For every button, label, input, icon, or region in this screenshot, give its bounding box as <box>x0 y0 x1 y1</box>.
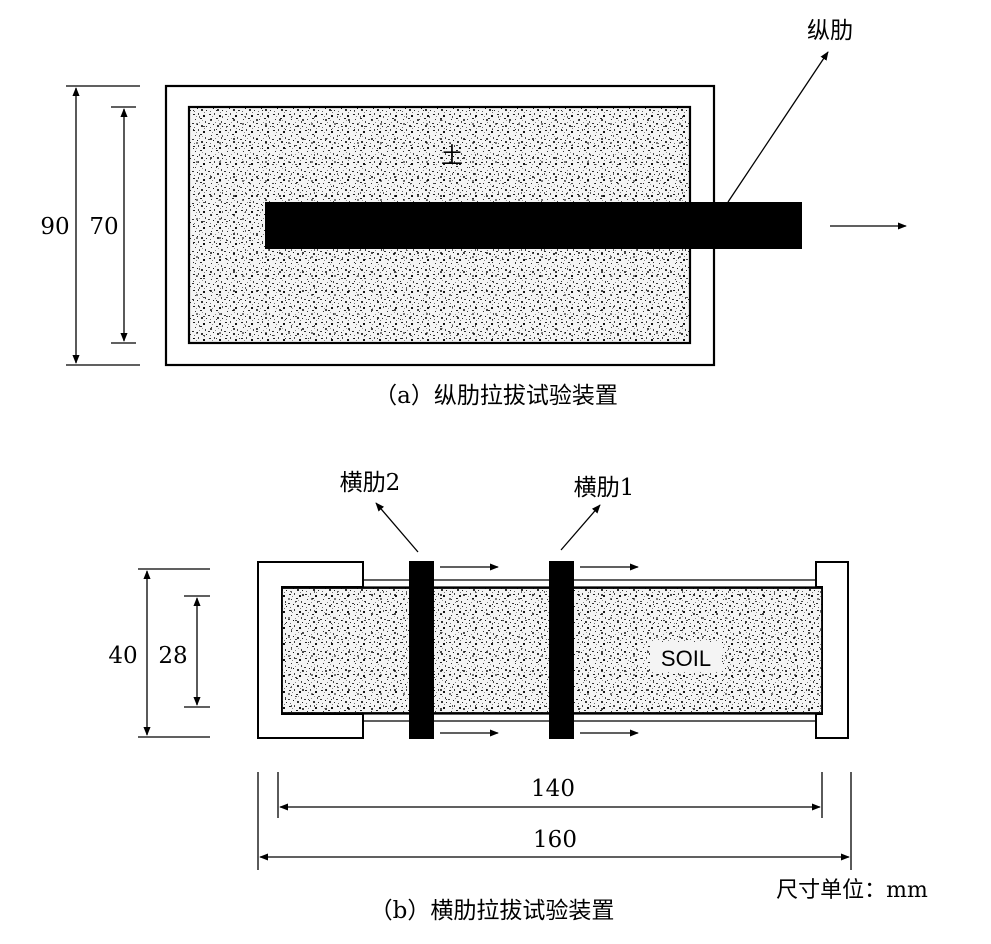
diagram-b: SOIL 横肋2 横肋1 40 28 140 160 尺寸单位：mm （b）横肋… <box>108 470 928 924</box>
rib1-leader-arrow <box>560 504 601 551</box>
dim-label-40: 40 <box>108 643 137 669</box>
rib-leader-arrow <box>727 51 829 203</box>
soil-label-a: 土 <box>441 144 463 169</box>
rib2-label: 横肋2 <box>340 470 401 496</box>
soil-label-bg <box>650 642 722 672</box>
dim-label-140: 140 <box>531 776 575 802</box>
rib1-label: 横肋1 <box>574 475 635 501</box>
soil-label-b: SOIL <box>661 646 711 671</box>
dim-label-70: 70 <box>89 214 118 240</box>
longitudinal-rib <box>265 202 802 249</box>
dim-label-160: 160 <box>533 827 577 853</box>
dim-label-90: 90 <box>40 214 69 240</box>
rib-label-a: 纵肋 <box>807 18 853 44</box>
transverse-rib-1 <box>549 561 574 739</box>
caption-a: （a）纵肋拉拔试验装置 <box>374 383 618 409</box>
left-end-frame <box>257 561 364 739</box>
transverse-rib-2 <box>409 561 434 739</box>
dim-label-28: 28 <box>158 643 187 669</box>
diagram-a: 土 纵肋 90 70 （a）纵肋拉拔试验装置 <box>40 18 907 409</box>
caption-b: （b）横肋拉拔试验装置 <box>370 898 615 924</box>
unit-note: 尺寸单位：mm <box>776 878 928 903</box>
rib2-leader-arrow <box>375 502 419 553</box>
